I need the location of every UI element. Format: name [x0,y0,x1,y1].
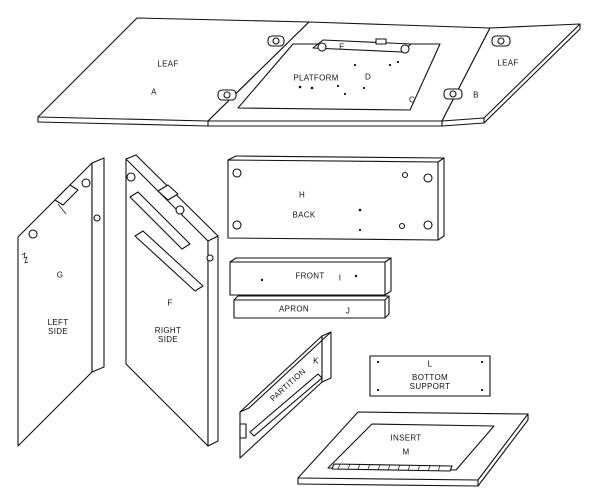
part-k-label: K [313,356,319,366]
partition-panel [239,331,332,459]
left-side-panel [17,157,105,447]
platform-panel [207,21,491,127]
bottom-support-label: BOTTOM SUPPORT [409,373,451,391]
part-b-label: B [473,90,479,100]
right-side-panel [125,154,219,447]
part-i-label: I [338,273,342,283]
part-h-label: H [298,190,306,200]
insert-frame [297,411,529,487]
part-f-label: F [167,298,173,308]
leaf-right-panel [441,23,581,127]
platform-label: PLATFORM [293,73,339,83]
apron-label: APRON [279,304,309,314]
part-d-label: D [364,72,372,82]
part-j-label: J [345,306,351,316]
left-side-label: LEFT SIDE [47,318,69,336]
apron-panel [233,295,390,319]
part-m-label: M [402,447,410,457]
part-a-label: A [151,87,157,97]
back-label: BACK [292,210,316,220]
right-side-label: RIGHT SIDE [154,326,182,344]
insert-label: INSERT [390,433,422,443]
part-c-label: C [408,95,416,105]
front-panel [229,257,392,296]
back-panel [227,155,445,241]
bottom-support-panel [369,355,491,397]
front-label: FRONT [295,271,325,281]
leaf-right-label: LEAF [497,58,519,68]
part-e-label: E [339,42,345,52]
part-g-label: G [56,270,64,280]
leaf-left-label: LEAF [157,59,179,69]
part-l-label: L [427,359,433,369]
